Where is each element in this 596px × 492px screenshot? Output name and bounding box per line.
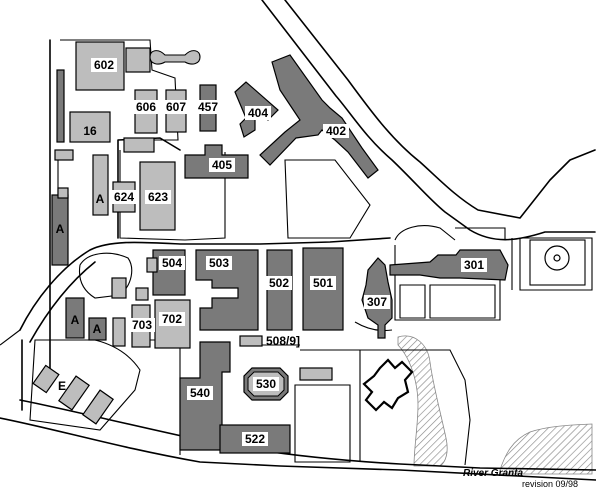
oval-structure [149, 50, 201, 65]
revision-label: revision 09/98 [522, 479, 578, 489]
building-16[interactable] [69, 111, 111, 143]
building-narrow-west[interactable] [56, 69, 65, 143]
label-703: 703 [129, 318, 155, 332]
label-A-4: A [93, 322, 102, 336]
label-A-3: A [71, 313, 80, 327]
label-602: 602 [91, 58, 117, 72]
roundabout-centre [553, 254, 561, 262]
building-small-307-south[interactable] [299, 367, 333, 381]
building-624-A[interactable] [92, 154, 109, 216]
svg-text:301: 301 [464, 258, 484, 272]
building-labels: 602 16 606 607 457 404 402 405 624 623 A… [56, 58, 487, 446]
building-cross-outline[interactable] [362, 358, 414, 412]
svg-text:606: 606 [136, 100, 156, 114]
svg-text:502: 502 [269, 276, 289, 290]
svg-text:504: 504 [162, 256, 182, 270]
svg-text:A: A [71, 313, 80, 327]
building-508-9[interactable] [239, 335, 263, 347]
label-606: 606 [134, 100, 158, 114]
svg-text:A: A [96, 192, 105, 206]
building-E-3[interactable] [82, 389, 114, 425]
label-307: 307 [364, 295, 390, 309]
label-402: 402 [323, 124, 349, 138]
svg-text:503: 503 [209, 256, 229, 270]
building-A-west-cap[interactable] [57, 187, 69, 199]
label-501: 501 [310, 276, 336, 290]
svg-text:702: 702 [162, 312, 182, 326]
building-301[interactable] [389, 249, 509, 281]
woodland-area [499, 423, 593, 475]
buildings [32, 41, 509, 454]
building-small-503-left[interactable] [111, 277, 127, 299]
svg-text:508/9]: 508/9] [266, 334, 300, 348]
label-624: 624 [112, 190, 136, 204]
label-404: 404 [245, 106, 271, 120]
label-530: 530 [253, 377, 279, 391]
label-504: 504 [159, 256, 185, 270]
building-E-1[interactable] [32, 364, 60, 394]
svg-text:530: 530 [256, 377, 276, 391]
roundabout-square [529, 239, 586, 286]
building-small-503-left2[interactable] [135, 287, 149, 301]
label-508-9: 508/9] [266, 334, 300, 348]
label-A-1: A [96, 192, 105, 206]
label-16: 16 [83, 124, 97, 138]
svg-text:540: 540 [190, 386, 210, 400]
svg-text:404: 404 [248, 106, 268, 120]
label-522: 522 [242, 432, 268, 446]
label-502: 502 [266, 276, 292, 290]
label-A-2: A [56, 222, 65, 236]
label-405: 405 [209, 158, 235, 172]
label-623: 623 [145, 190, 171, 204]
building-A-south-2[interactable] [88, 317, 107, 341]
woodland-area [397, 335, 448, 467]
label-457: 457 [196, 100, 220, 114]
building-E-2[interactable] [58, 375, 90, 411]
svg-text:623: 623 [148, 190, 168, 204]
svg-text:A: A [56, 222, 65, 236]
label-702: 702 [159, 312, 185, 326]
label-607: 607 [164, 100, 188, 114]
svg-text:602: 602 [94, 58, 114, 72]
building-504-annex[interactable] [146, 257, 158, 273]
building-602-annex[interactable] [125, 47, 151, 73]
svg-text:402: 402 [326, 124, 346, 138]
building-606-strip[interactable] [123, 137, 155, 153]
building-A-south-1[interactable] [65, 297, 85, 339]
svg-text:16: 16 [83, 124, 97, 138]
label-301: 301 [461, 258, 487, 272]
svg-text:307: 307 [367, 295, 387, 309]
svg-text:607: 607 [166, 100, 186, 114]
svg-text:405: 405 [212, 158, 232, 172]
site-outlines [29, 39, 593, 466]
svg-text:703: 703 [132, 318, 152, 332]
building-703-left[interactable] [112, 317, 126, 347]
svg-text:522: 522 [245, 432, 265, 446]
svg-text:457: 457 [198, 100, 218, 114]
label-540: 540 [187, 386, 213, 400]
building-small-west[interactable] [54, 149, 74, 161]
svg-text:A: A [93, 322, 102, 336]
river-label: River Granta [463, 468, 523, 479]
label-E: E [58, 379, 66, 393]
svg-text:624: 624 [114, 190, 134, 204]
svg-text:E: E [58, 379, 66, 393]
svg-text:501: 501 [313, 276, 333, 290]
label-503: 503 [206, 256, 232, 270]
roundabout [544, 245, 570, 271]
